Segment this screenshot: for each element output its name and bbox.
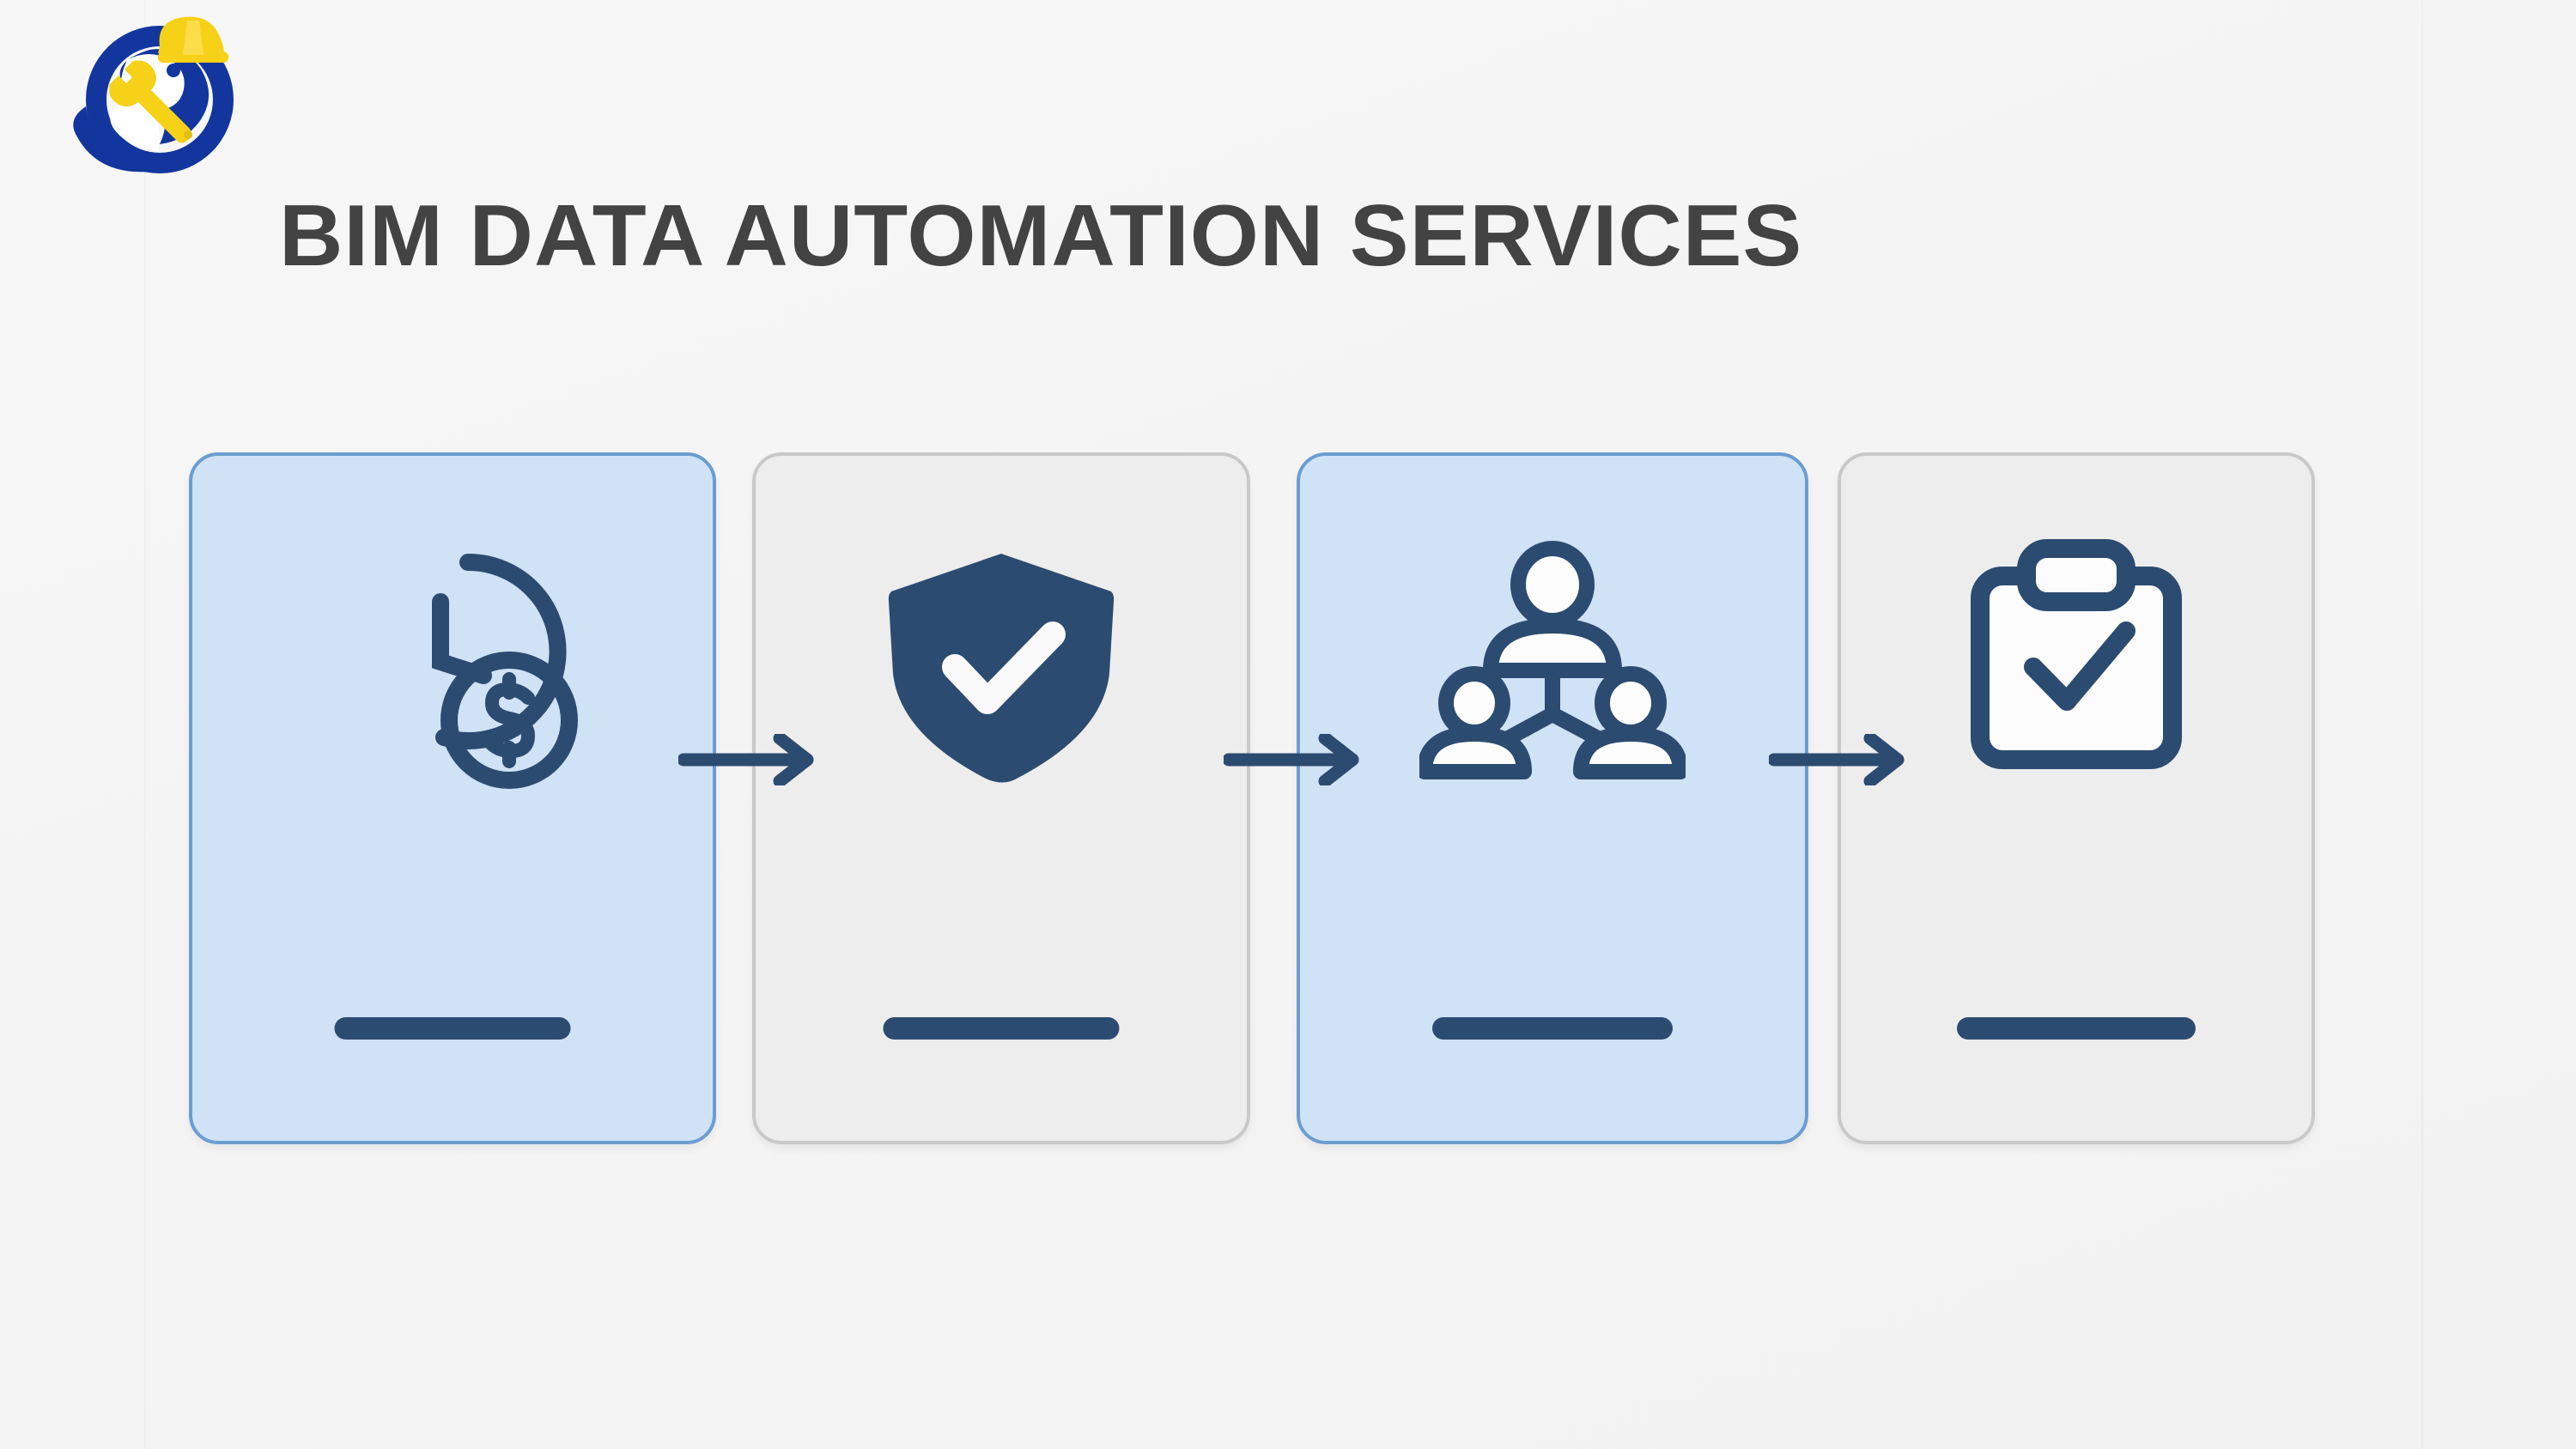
arrow-right-icon-2 [1222, 731, 1378, 788]
flow-card-4-placeholder-bar [1957, 1017, 2196, 1040]
flow-card-2[interactable] [752, 452, 1250, 1144]
clipboard-check-icon [1947, 538, 2205, 800]
flow-card-2-placeholder-bar [883, 1017, 1120, 1040]
process-flow-row [0, 452, 2576, 1148]
construction-bird-mascot-logo-svg [73, 16, 234, 173]
team-network-icon [1417, 538, 1688, 800]
flow-card-1-placeholder-bar [334, 1017, 571, 1040]
flow-card-4[interactable] [1838, 452, 2315, 1144]
brand-logo [67, 12, 252, 184]
flow-card-3-placeholder-bar [1432, 1017, 1673, 1040]
page-title: BIM DATA AUTOMATION SERVICES [279, 188, 1803, 284]
flow-card-3[interactable] [1297, 452, 1808, 1144]
flow-card-1[interactable] [189, 452, 716, 1144]
arrow-right-icon-1 [677, 731, 833, 788]
shield-check-icon [872, 538, 1130, 800]
clock-dollar-icon [324, 538, 581, 800]
arrow-right-icon-3 [1767, 731, 1923, 788]
